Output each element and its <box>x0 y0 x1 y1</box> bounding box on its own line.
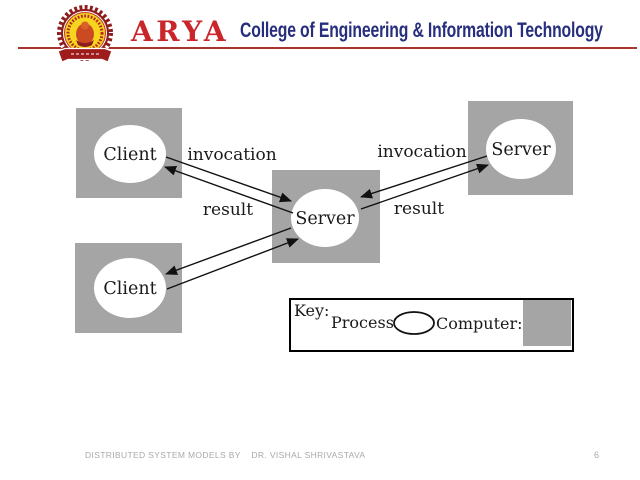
logo-gear-teeth <box>57 5 113 61</box>
logo-deity-figure <box>76 23 94 45</box>
process-ellipse-client-top <box>94 125 166 183</box>
edge-label-result-right: result <box>394 199 444 219</box>
arrow-result-server-right-to-server <box>360 155 488 199</box>
legend-computer-box <box>523 300 571 346</box>
node-label-client-bottom: Client <box>103 279 156 299</box>
arrow-result-server-to-client-bottom <box>165 227 292 275</box>
arrow-invocation-client-bottom-to-server <box>166 238 299 290</box>
edge-label-result-left: result <box>203 200 253 220</box>
edge-label-invocation-left: invocation <box>187 145 276 165</box>
logo-deity-head <box>81 21 89 30</box>
edge-label-invocation-right: invocation <box>377 142 466 162</box>
legend-computer-label: Computer: <box>436 314 523 333</box>
node-label-server-center: Server <box>295 209 355 229</box>
arrow-result-server-to-client-top <box>164 166 294 214</box>
legend-title: Key: <box>294 301 329 320</box>
legend-process-ellipse <box>393 311 435 335</box>
legend: Key: Process: Computer: <box>289 298 574 352</box>
process-ellipse-server-right <box>486 119 556 179</box>
logo-deity-base <box>76 40 94 47</box>
process-ellipse-server-center <box>291 189 359 247</box>
arrow-invocation-client-top-to-server <box>165 156 292 203</box>
node-label-server-right: Server <box>491 140 551 160</box>
header-red-rule <box>18 47 637 49</box>
process-ellipse-client-bottom <box>94 258 166 318</box>
node-label-client-top: Client <box>103 145 156 165</box>
brand-name: ARYA <box>131 15 230 48</box>
college-title: College of Engineering & Information Tec… <box>240 19 603 42</box>
slide-number: 6 <box>594 450 600 460</box>
legend-process-label: Process: <box>331 313 399 332</box>
logo-ribbon <box>57 47 113 63</box>
footer-credit: DISTRIBUTED SYSTEM MODELS BY DR. VISHAL … <box>85 450 366 460</box>
arrow-invocation-server-to-server-right <box>360 163 489 210</box>
arya-college-logo-icon <box>57 5 113 63</box>
